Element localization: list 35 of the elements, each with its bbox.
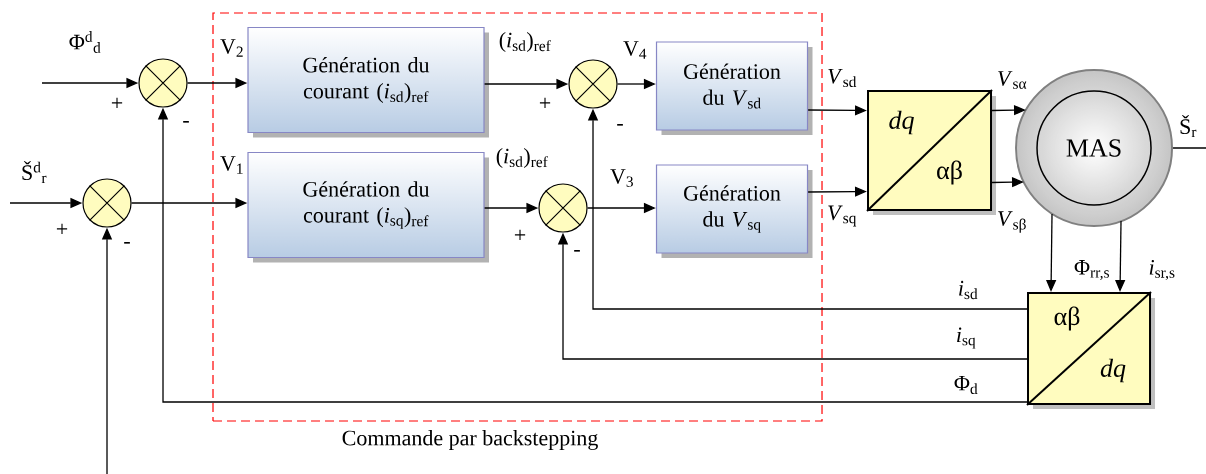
signal-label: (i$_{sd}$)$_{ref}$ [497, 31, 553, 53]
summing-junction [568, 59, 618, 109]
summing-junction [538, 183, 588, 233]
signal-label: i$_{sr,s}$ [1147, 259, 1177, 282]
signal-label: i$_{sq}$ [954, 326, 978, 350]
process-box: Génération du V$_{sd}$ [655, 41, 813, 135]
signal-label: (i$_{sd}$)$_{ref}$ [494, 147, 550, 169]
process-box: Génération du V$_{sq}$ [655, 164, 813, 258]
frame-caption: Commande par backstepping [342, 430, 598, 450]
signal-label: V$_{3}$ [608, 168, 636, 188]
summing-junction [138, 58, 188, 108]
signal-label: V$_{2}$ [218, 38, 246, 58]
signal-label: Φ$^{d}$d [67, 30, 103, 54]
signal-label: Φ$_{rr,s}$ [1073, 259, 1112, 281]
sign-label: + [514, 229, 526, 241]
sign-label: + [539, 97, 551, 109]
sign-label: + [111, 97, 123, 109]
sign-label: - [574, 250, 580, 252]
process-box: Génération du courant (i$_{sq}$)$_{ref}$ [247, 151, 489, 263]
signal-label: i$_{sd}$ [956, 279, 980, 301]
sign-label: - [183, 121, 189, 123]
sign-label: - [124, 242, 130, 244]
signal-label: V$_{sd}$ [826, 67, 858, 89]
signal-label: Š$_{r}$ [1178, 114, 1198, 138]
signal-label: Š$^{d}$r [19, 160, 49, 184]
sign-label: + [56, 223, 68, 235]
sign-label: - [617, 124, 623, 126]
signal-label: V$_{sq}$ [826, 204, 858, 228]
transform-block: dq αβ [866, 89, 996, 215]
transform-block: αβ dq [1026, 291, 1155, 409]
summing-junction [82, 178, 132, 228]
signal-label: Φ$_{d}$ [952, 374, 980, 396]
process-box: Génération du courant (i$_{sd}$)$_{ref}$ [247, 26, 489, 138]
signal-label: V$_{4}$ [621, 40, 649, 60]
signal-label: V$_{1}$ [218, 155, 246, 175]
